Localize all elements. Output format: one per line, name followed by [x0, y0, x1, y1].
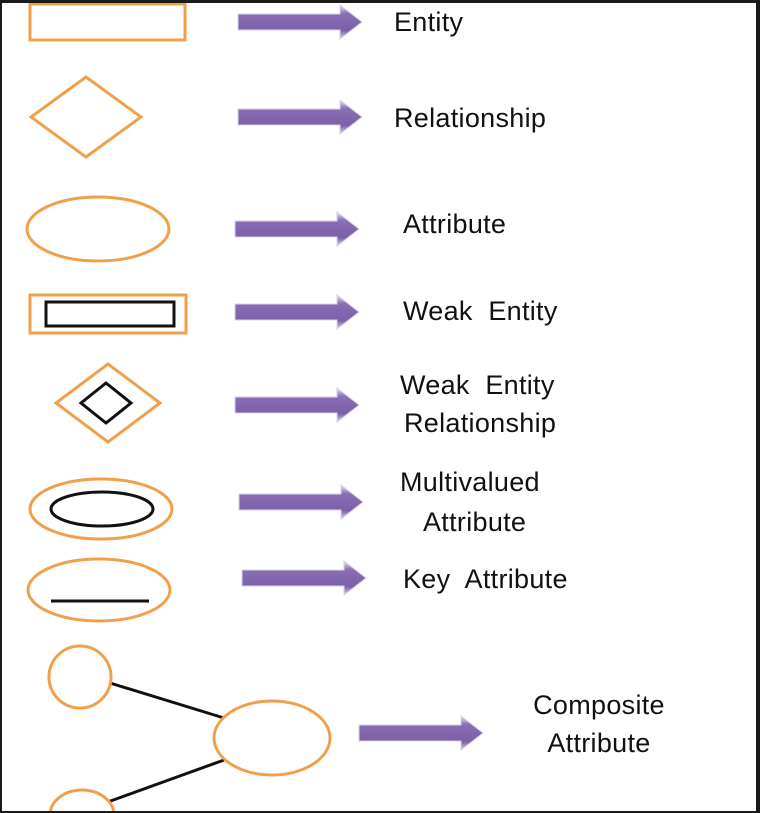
arrow-icon — [234, 293, 360, 331]
multivalued-attribute-label-line-2: Attribute — [423, 507, 527, 537]
arrow-icon — [237, 3, 363, 41]
attribute-label: Attribute — [403, 209, 507, 239]
arrow-icon — [234, 210, 360, 248]
composite-attribute-symbol — [47, 644, 332, 811]
key-attribute-label: Key Attribute — [403, 564, 568, 594]
arrow-icon — [237, 98, 363, 136]
composite-attribute-label-line-2: Attribute — [547, 728, 651, 758]
entity-label: Entity — [394, 7, 464, 37]
relationship-diamond-symbol — [28, 75, 144, 159]
arrow-icon — [358, 714, 484, 752]
multivalued-attribute-label-line-1: Multivalued — [400, 467, 540, 497]
arrow-icon — [234, 386, 360, 424]
weak-entity-relationship-label-line-1: Weak Entity — [400, 370, 555, 400]
key-attribute-symbol — [26, 557, 172, 623]
arrow-icon — [241, 559, 367, 597]
weak-entity-relationship-label-line-2: Relationship — [404, 408, 557, 438]
arrow-icon — [238, 483, 364, 521]
weak-entity-label: Weak Entity — [403, 296, 558, 326]
weak-entity-symbol — [28, 293, 188, 335]
window-top-edge — [0, 0, 760, 3]
relationship-label: Relationship — [394, 103, 547, 133]
entity-rectangle-symbol — [28, 2, 187, 42]
composite-attribute-label-line-1: Composite — [533, 690, 665, 720]
weak-entity-relationship-symbol — [53, 362, 163, 444]
multivalued-attribute-symbol — [28, 477, 174, 541]
attribute-ellipse-symbol — [25, 195, 171, 263]
